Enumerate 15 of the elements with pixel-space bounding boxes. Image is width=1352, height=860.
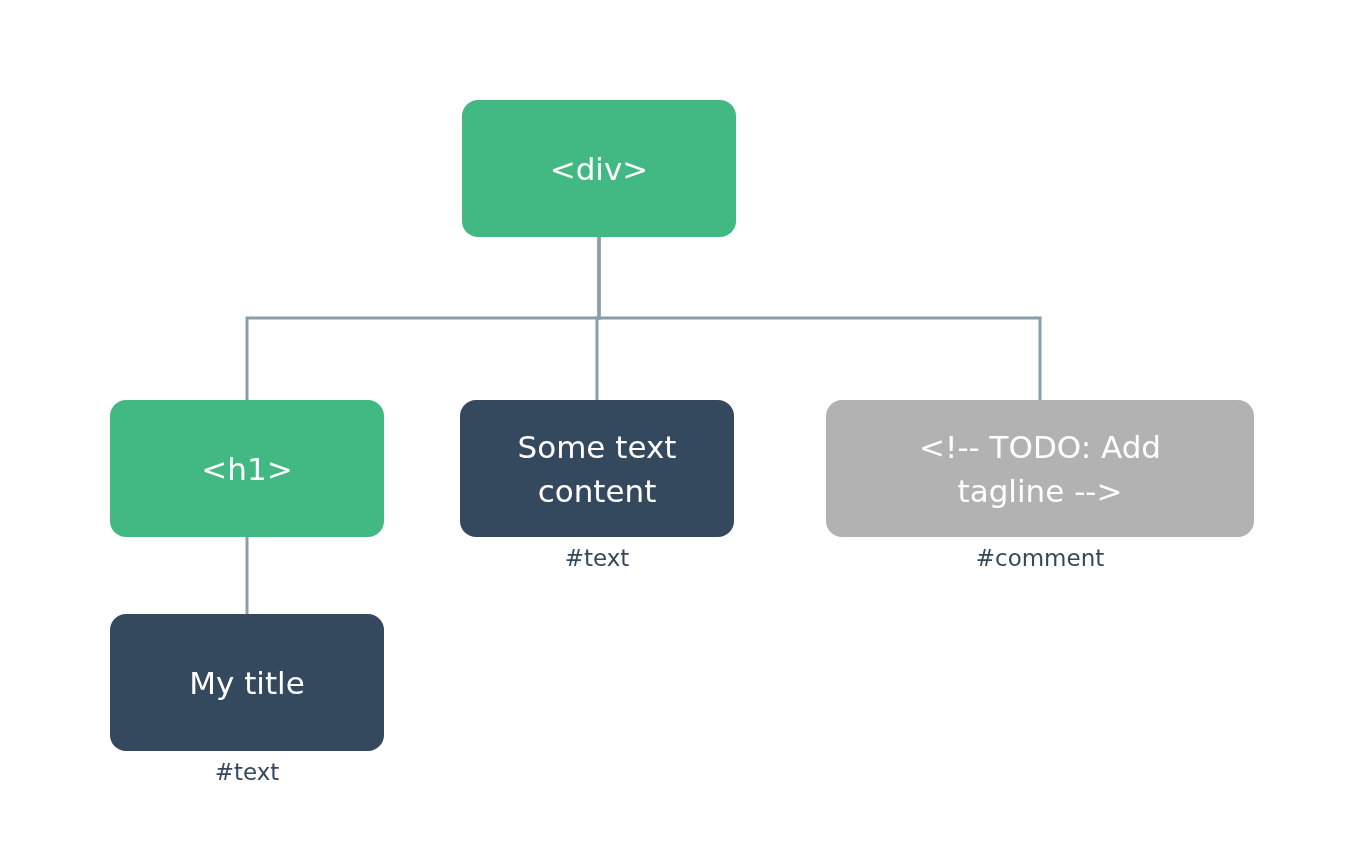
node-type-caption: #text xyxy=(564,544,630,573)
comment-node-box xyxy=(826,400,1254,537)
text-node-box xyxy=(460,400,734,537)
element-node-box xyxy=(462,100,736,237)
node-label: Some text content xyxy=(516,427,678,511)
node-label: <h1> xyxy=(201,449,293,489)
node-type-caption: #comment xyxy=(975,544,1105,573)
node-type-caption: #text xyxy=(214,758,280,787)
element-node-box xyxy=(110,400,384,537)
text-node-box xyxy=(110,614,384,751)
node-label: My title xyxy=(189,663,305,703)
node-label: <div> xyxy=(549,149,649,189)
tree-connector xyxy=(597,237,1042,400)
node-label: <!-- TODO: Add tagline --> xyxy=(918,427,1162,511)
tree-connector xyxy=(245,537,249,614)
